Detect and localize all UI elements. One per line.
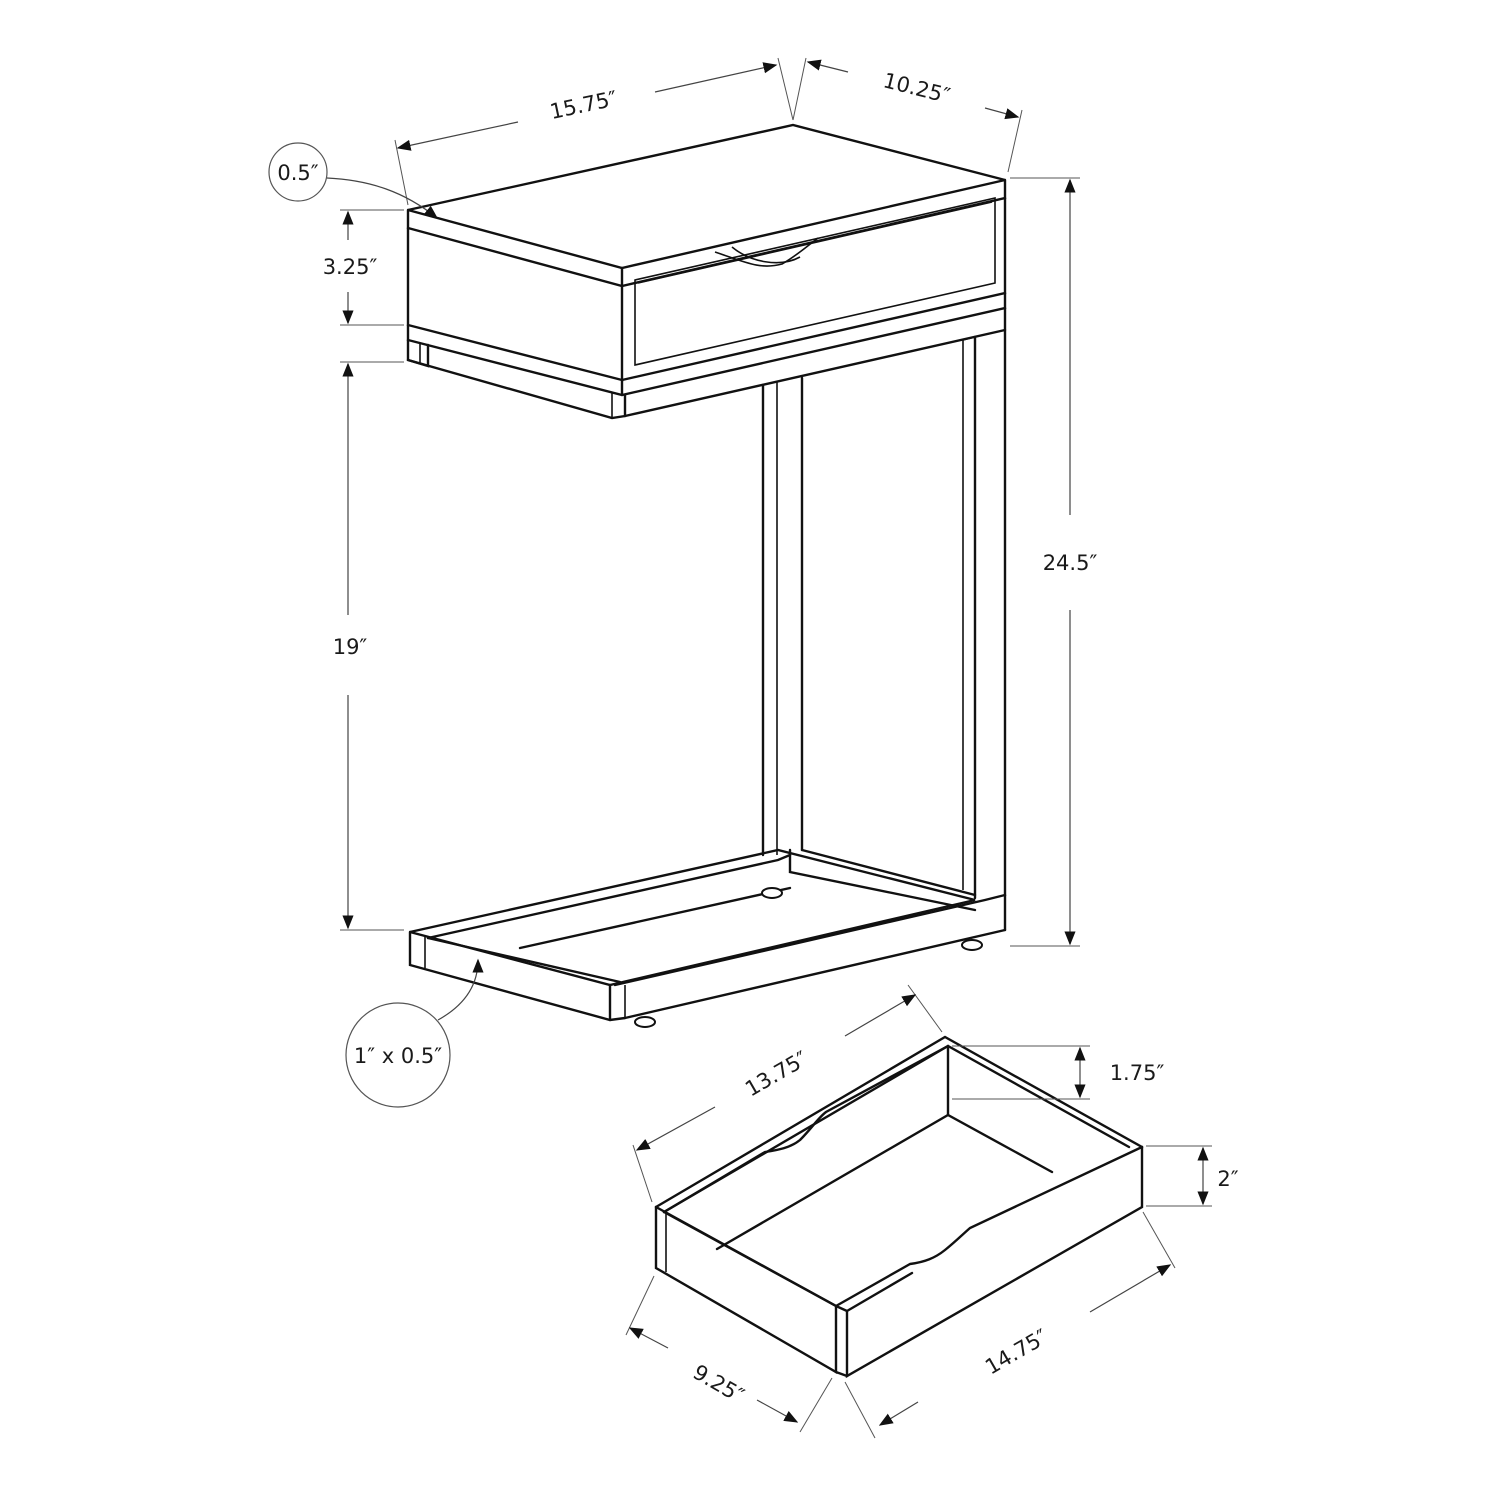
foot bbox=[761, 887, 783, 899]
dim-drawer-front-length: 14.75″ bbox=[844, 1211, 1176, 1439]
drawer-front bbox=[634, 196, 996, 367]
label-total-height: 24.5″ bbox=[1043, 551, 1098, 575]
label-table-depth: 10.25″ bbox=[881, 68, 953, 108]
foot bbox=[961, 939, 983, 951]
table-top bbox=[407, 123, 1006, 270]
label-cabinet-height: 3.25″ bbox=[323, 255, 378, 279]
foot bbox=[634, 1016, 656, 1028]
dim-drawer-length: 13.75″ bbox=[632, 984, 943, 1203]
drawer bbox=[654, 1035, 1144, 1379]
label-drawer-inner-height: 1.75″ bbox=[1110, 1061, 1165, 1085]
callout-base-rail: 1″ x 0.5″ bbox=[345, 958, 484, 1108]
drawer-handle bbox=[714, 237, 819, 267]
label-top-thickness: 0.5″ bbox=[277, 161, 318, 185]
label-drawer-width: 9.25″ bbox=[689, 1360, 748, 1408]
label-table-width: 15.75″ bbox=[548, 86, 620, 124]
callout-top-thickness: 0.5″ bbox=[268, 142, 439, 219]
dim-total-height: 24.5″ bbox=[1010, 177, 1098, 947]
label-base-rail: 1″ x 0.5″ bbox=[354, 1044, 442, 1068]
label-drawer-front-length: 14.75″ bbox=[981, 1324, 1052, 1379]
label-clearance-height: 19″ bbox=[333, 635, 368, 659]
dim-table-width: 15.75″ bbox=[394, 57, 794, 206]
label-drawer-outer-height: 2″ bbox=[1217, 1167, 1238, 1191]
dim-drawer-width: 9.25″ bbox=[625, 1275, 833, 1433]
side-table bbox=[406, 123, 1007, 1028]
dim-cabinet-height: 3.25″ bbox=[323, 209, 404, 326]
label-drawer-length: 13.75″ bbox=[741, 1046, 812, 1101]
dim-clearance-height: 19″ bbox=[333, 361, 404, 931]
dim-drawer-outer-height: 2″ bbox=[1146, 1145, 1239, 1207]
dim-drawer-inner-height: 1.75″ bbox=[952, 1045, 1165, 1100]
